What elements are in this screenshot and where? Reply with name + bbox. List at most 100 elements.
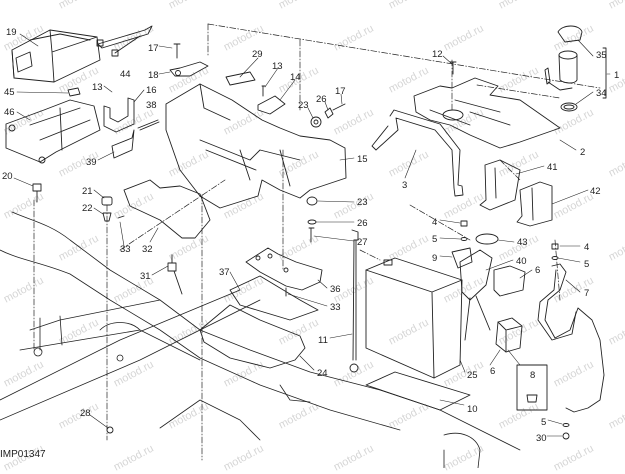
callout-9: 9 xyxy=(432,253,438,264)
callout-17: 17 xyxy=(148,43,159,54)
part-42-guard xyxy=(516,181,553,227)
part-27-bolt xyxy=(308,227,315,243)
callout-5: 5 xyxy=(432,234,438,245)
callout-2: 2 xyxy=(580,147,586,158)
part-26-spacer xyxy=(324,107,334,119)
part-15-battery-box xyxy=(165,83,347,209)
part-29-pad xyxy=(225,71,256,86)
callout-45: 45 xyxy=(4,87,15,98)
part-2-cover xyxy=(413,77,561,149)
part-14-clip xyxy=(257,95,286,115)
callout-18: 18 xyxy=(148,70,159,81)
part-5a-washer xyxy=(460,237,468,241)
part-23b-grommet xyxy=(306,196,318,206)
callout-4: 4 xyxy=(584,242,590,253)
callout-16: 16 xyxy=(146,85,157,96)
callout-8: 8 xyxy=(530,370,536,381)
callout-44: 44 xyxy=(120,69,131,80)
assembly-boundary-lines xyxy=(33,23,601,461)
part-30-nut xyxy=(562,432,570,440)
callout-5: 5 xyxy=(584,259,590,270)
part-44-strap xyxy=(96,25,153,57)
callout-38: 38 xyxy=(146,100,157,111)
part-12-screw xyxy=(449,61,457,75)
callout-26: 26 xyxy=(357,218,368,229)
callout-3: 3 xyxy=(402,180,408,191)
part-1-socket xyxy=(544,47,607,99)
callout-19: 19 xyxy=(6,27,17,38)
part-21-grommet xyxy=(101,196,113,206)
part-36-plate xyxy=(245,247,323,291)
callout-41: 41 xyxy=(547,162,558,173)
callout-34: 34 xyxy=(596,88,607,99)
callout-28: 28 xyxy=(80,408,91,419)
part-24-pad xyxy=(199,304,306,369)
part-9-terminal xyxy=(451,247,473,269)
part-43-clamp xyxy=(475,233,499,245)
callout-1: 1 xyxy=(614,70,620,81)
callout-7: 7 xyxy=(584,288,590,299)
part-34-nut xyxy=(560,102,578,112)
part-6b-relay xyxy=(495,317,523,353)
part-38-spring xyxy=(137,119,160,131)
callout-43: 43 xyxy=(517,237,528,248)
part-37-pad xyxy=(229,275,319,321)
part-13-screw xyxy=(261,85,266,97)
part-8-fuse-box xyxy=(516,364,548,411)
part-7-cable xyxy=(537,263,605,413)
part-23-grommet xyxy=(310,116,322,128)
callout-25: 25 xyxy=(467,370,478,381)
part-41-guard xyxy=(479,159,521,211)
callout-23: 23 xyxy=(357,197,368,208)
callout-12: 12 xyxy=(432,49,443,60)
part-39-bracket xyxy=(111,129,135,159)
callout-4: 4 xyxy=(432,217,438,228)
part-28-nut xyxy=(106,426,114,434)
callout-24: 24 xyxy=(317,368,328,379)
part-22-spacer xyxy=(102,212,112,222)
callout-42: 42 xyxy=(590,186,601,197)
callout-5: 5 xyxy=(541,417,547,428)
callout-15: 15 xyxy=(357,154,368,165)
part-45-tag xyxy=(67,87,81,97)
part-46-tray xyxy=(5,99,101,164)
callout-21: 21 xyxy=(82,186,93,197)
callout-32: 32 xyxy=(142,244,153,255)
callout-33: 33 xyxy=(330,302,341,313)
callout-36: 36 xyxy=(330,284,341,295)
callout-22: 22 xyxy=(82,203,93,214)
part-26b-washer xyxy=(307,219,317,225)
callout-13: 13 xyxy=(92,82,103,93)
callout-14: 14 xyxy=(290,72,301,83)
part-18-bracket xyxy=(169,61,209,77)
part-20-stud xyxy=(32,183,42,203)
part-31-sensor xyxy=(167,254,183,295)
callout-13: 13 xyxy=(272,61,283,72)
callout-10: 10 xyxy=(467,404,478,415)
callout-39: 39 xyxy=(86,157,97,168)
callout-29: 29 xyxy=(252,49,263,60)
part-40-boot xyxy=(459,249,493,341)
callout-20: 20 xyxy=(2,171,13,182)
leader-lines xyxy=(13,33,611,437)
part-17-bolt xyxy=(173,43,181,59)
part-17b-bolt xyxy=(332,103,346,111)
callout-30: 30 xyxy=(536,433,547,444)
callout-11: 11 xyxy=(318,335,328,346)
part-3-strap xyxy=(371,109,464,197)
callout-6: 6 xyxy=(535,265,541,276)
diagram-code: IMP01347 xyxy=(0,449,46,460)
callout-17: 17 xyxy=(335,86,346,97)
part-16-bracket xyxy=(103,97,135,133)
part-33-screw xyxy=(117,215,125,219)
part-5b-washer xyxy=(551,256,559,260)
part-35-cap xyxy=(557,25,583,43)
part-6a-relay xyxy=(493,265,526,297)
callout-23: 23 xyxy=(298,100,309,111)
callout-6: 6 xyxy=(490,366,496,377)
part-4a-bolt xyxy=(460,220,468,227)
part-4b-bolt xyxy=(551,243,559,250)
part-10-pad xyxy=(365,371,471,411)
callout-31: 31 xyxy=(140,271,151,282)
